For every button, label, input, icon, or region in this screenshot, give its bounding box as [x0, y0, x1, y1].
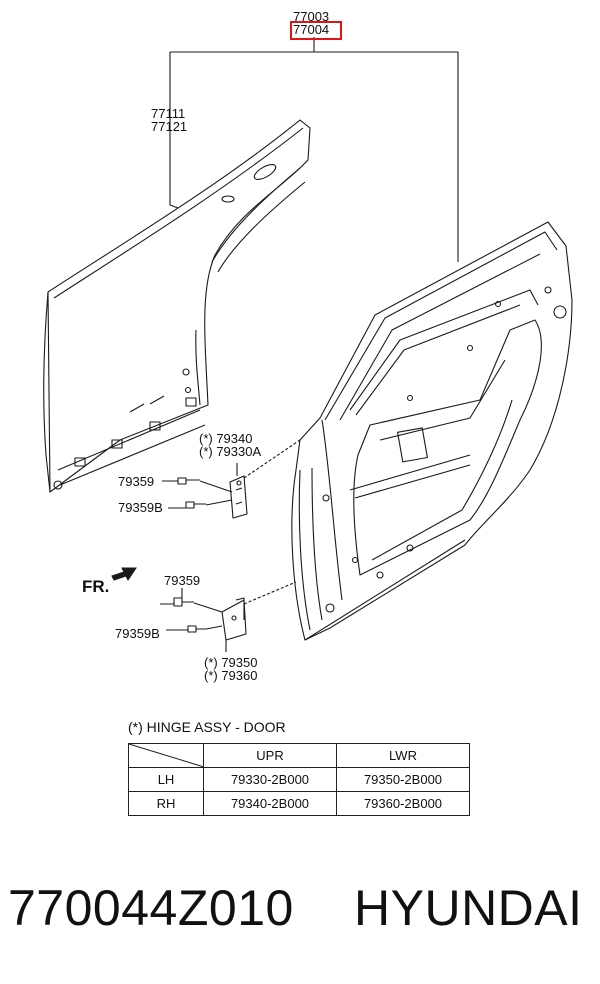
upper-hinge-label-2: (*) 79330A	[199, 444, 262, 459]
panel-label-2: 77121	[151, 119, 188, 134]
lwr-part-cell: 79360-2B000	[336, 791, 470, 816]
table-row: LH 79330-2B000 79350-2B000	[128, 767, 470, 792]
table-corner-cell	[128, 743, 204, 768]
lower-bolt-b-label: 79359B	[115, 626, 160, 641]
column-header-upr: UPR	[203, 743, 337, 768]
upper-hinge	[229, 439, 301, 519]
upper-bolts	[162, 477, 233, 509]
lower-hinge-label-1: (*) 79350	[204, 655, 258, 670]
front-arrow-icon	[111, 567, 137, 581]
panel-label-1: 77111	[151, 106, 186, 121]
lower-bolts	[160, 588, 223, 633]
outer-door-panel	[43, 119, 311, 493]
assembly-number-label: 77003	[293, 9, 330, 24]
upr-part-cell: 79340-2B000	[203, 791, 337, 816]
upper-hinge-label-1: (*) 79340	[199, 431, 253, 446]
inner-door-frame	[291, 221, 573, 641]
part-number: 770044Z010	[8, 880, 294, 936]
highlight-box	[290, 21, 342, 40]
hinge-table: UPR LWR LH 79330-2B000 79350-2B000 RH 79…	[128, 743, 470, 816]
lower-hinge	[221, 581, 297, 652]
assembly-leader-line	[169, 37, 459, 262]
table-row: RH 79340-2B000 79360-2B000	[128, 791, 470, 816]
hinge-table-caption: (*) HINGE ASSY - DOOR	[128, 719, 286, 735]
lwr-part-cell: 79350-2B000	[336, 767, 470, 792]
lower-hinge-label-2: (*) 79360	[204, 668, 258, 683]
upper-bolt-b-label: 79359B	[118, 500, 163, 515]
column-header-lwr: LWR	[336, 743, 470, 768]
row-side-cell: LH	[128, 767, 204, 792]
brand-name: HYUNDAI	[354, 880, 583, 936]
panel-leader-line	[169, 204, 179, 209]
row-side-cell: RH	[128, 791, 204, 816]
lower-bolt-a-label: 79359	[164, 573, 201, 588]
highlighted-assembly-number: 77004	[293, 22, 330, 37]
upr-part-cell: 79330-2B000	[203, 767, 337, 792]
upper-bolt-a-label: 79359	[118, 474, 155, 489]
front-direction-label: FR.	[82, 577, 110, 596]
table-header-row: UPR LWR	[128, 743, 470, 768]
